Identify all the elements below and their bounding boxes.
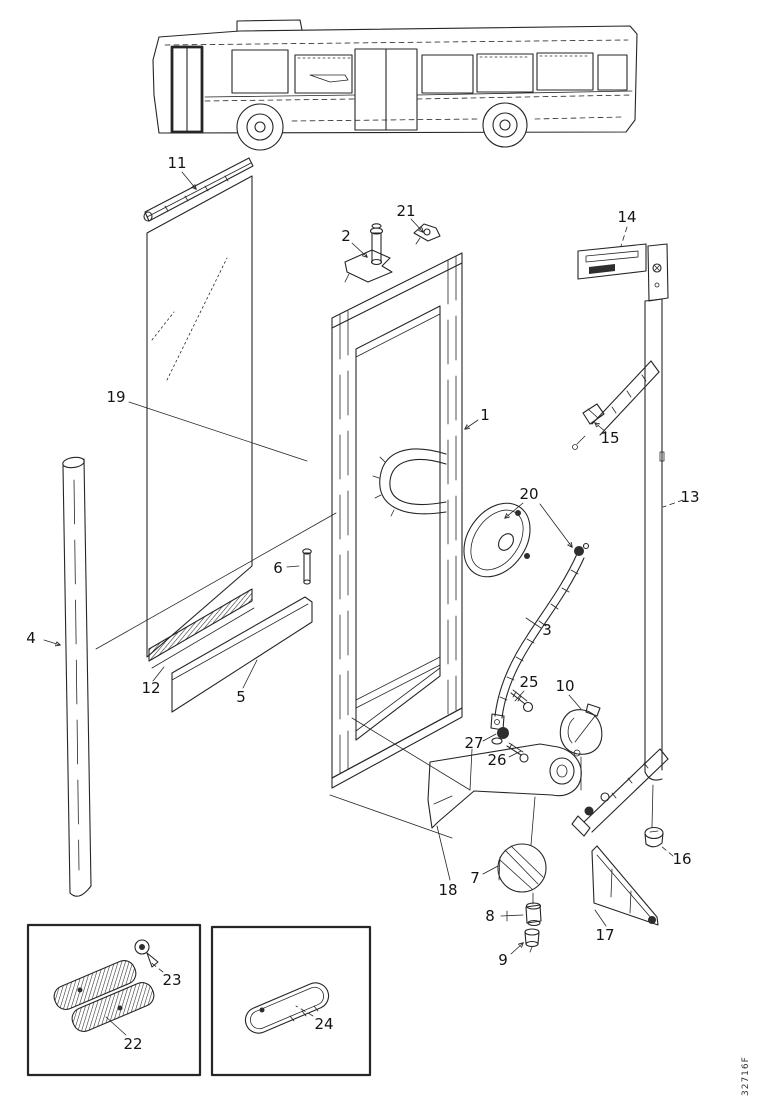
bus-illustration bbox=[152, 19, 638, 151]
callout-9: 9 bbox=[498, 951, 508, 969]
cam-plate bbox=[463, 502, 531, 578]
pin bbox=[303, 552, 311, 582]
callout-12: 12 bbox=[141, 679, 161, 697]
corner-gusset bbox=[591, 845, 659, 926]
seal-strip bbox=[148, 588, 253, 662]
callout-1: 1 bbox=[480, 406, 490, 424]
callout-27: 27 bbox=[464, 734, 484, 752]
callout-13: 13 bbox=[680, 488, 700, 506]
top-clamp bbox=[413, 223, 441, 245]
pivot-clamp bbox=[559, 703, 603, 791]
callout-23: 23 bbox=[162, 971, 182, 989]
header-bracket bbox=[577, 243, 669, 302]
pivot-bracket bbox=[344, 223, 393, 283]
door-frame bbox=[331, 252, 463, 789]
callout-22: 22 bbox=[123, 1035, 143, 1053]
callout-20: 20 bbox=[519, 485, 539, 503]
rubber-cap bbox=[644, 826, 664, 848]
callout-6: 6 bbox=[273, 559, 283, 577]
door-glass-assembly bbox=[62, 157, 313, 897]
callout-24: 24 bbox=[314, 1015, 334, 1033]
drive-arm bbox=[427, 743, 582, 846]
glass-panel bbox=[146, 175, 253, 658]
callout-8: 8 bbox=[485, 907, 495, 925]
callout-7: 7 bbox=[470, 869, 480, 887]
callout-17: 17 bbox=[595, 926, 615, 944]
callout-2: 2 bbox=[341, 227, 351, 245]
callout-21: 21 bbox=[396, 202, 416, 220]
bottom-track bbox=[571, 748, 669, 837]
inset-box-1 bbox=[26, 923, 202, 1077]
bolt-stack bbox=[524, 892, 542, 953]
top-rail bbox=[144, 157, 254, 222]
rear-pillar bbox=[644, 298, 665, 828]
callout-4: 4 bbox=[26, 629, 36, 647]
callout-10: 10 bbox=[555, 677, 575, 695]
callout-19: 19 bbox=[106, 388, 126, 406]
curved-arm bbox=[490, 542, 590, 731]
end-cap bbox=[497, 843, 547, 893]
callout-18: 18 bbox=[438, 881, 458, 899]
side-post bbox=[62, 465, 71, 894]
guide-rail bbox=[572, 360, 660, 450]
callout-3: 3 bbox=[542, 621, 552, 639]
callout-14: 14 bbox=[617, 208, 637, 226]
callout-25: 25 bbox=[519, 673, 539, 691]
inset-box-2 bbox=[210, 925, 372, 1077]
callout-5: 5 bbox=[236, 688, 246, 706]
door-handle bbox=[379, 448, 447, 515]
figure-part-code: 32716F bbox=[741, 1056, 751, 1096]
lower-panel bbox=[171, 596, 313, 713]
leader-lines bbox=[43, 171, 684, 1036]
callout-26: 26 bbox=[487, 751, 507, 769]
callout-16: 16 bbox=[672, 850, 692, 868]
callout-15: 15 bbox=[600, 429, 620, 447]
callout-11: 11 bbox=[167, 154, 187, 172]
